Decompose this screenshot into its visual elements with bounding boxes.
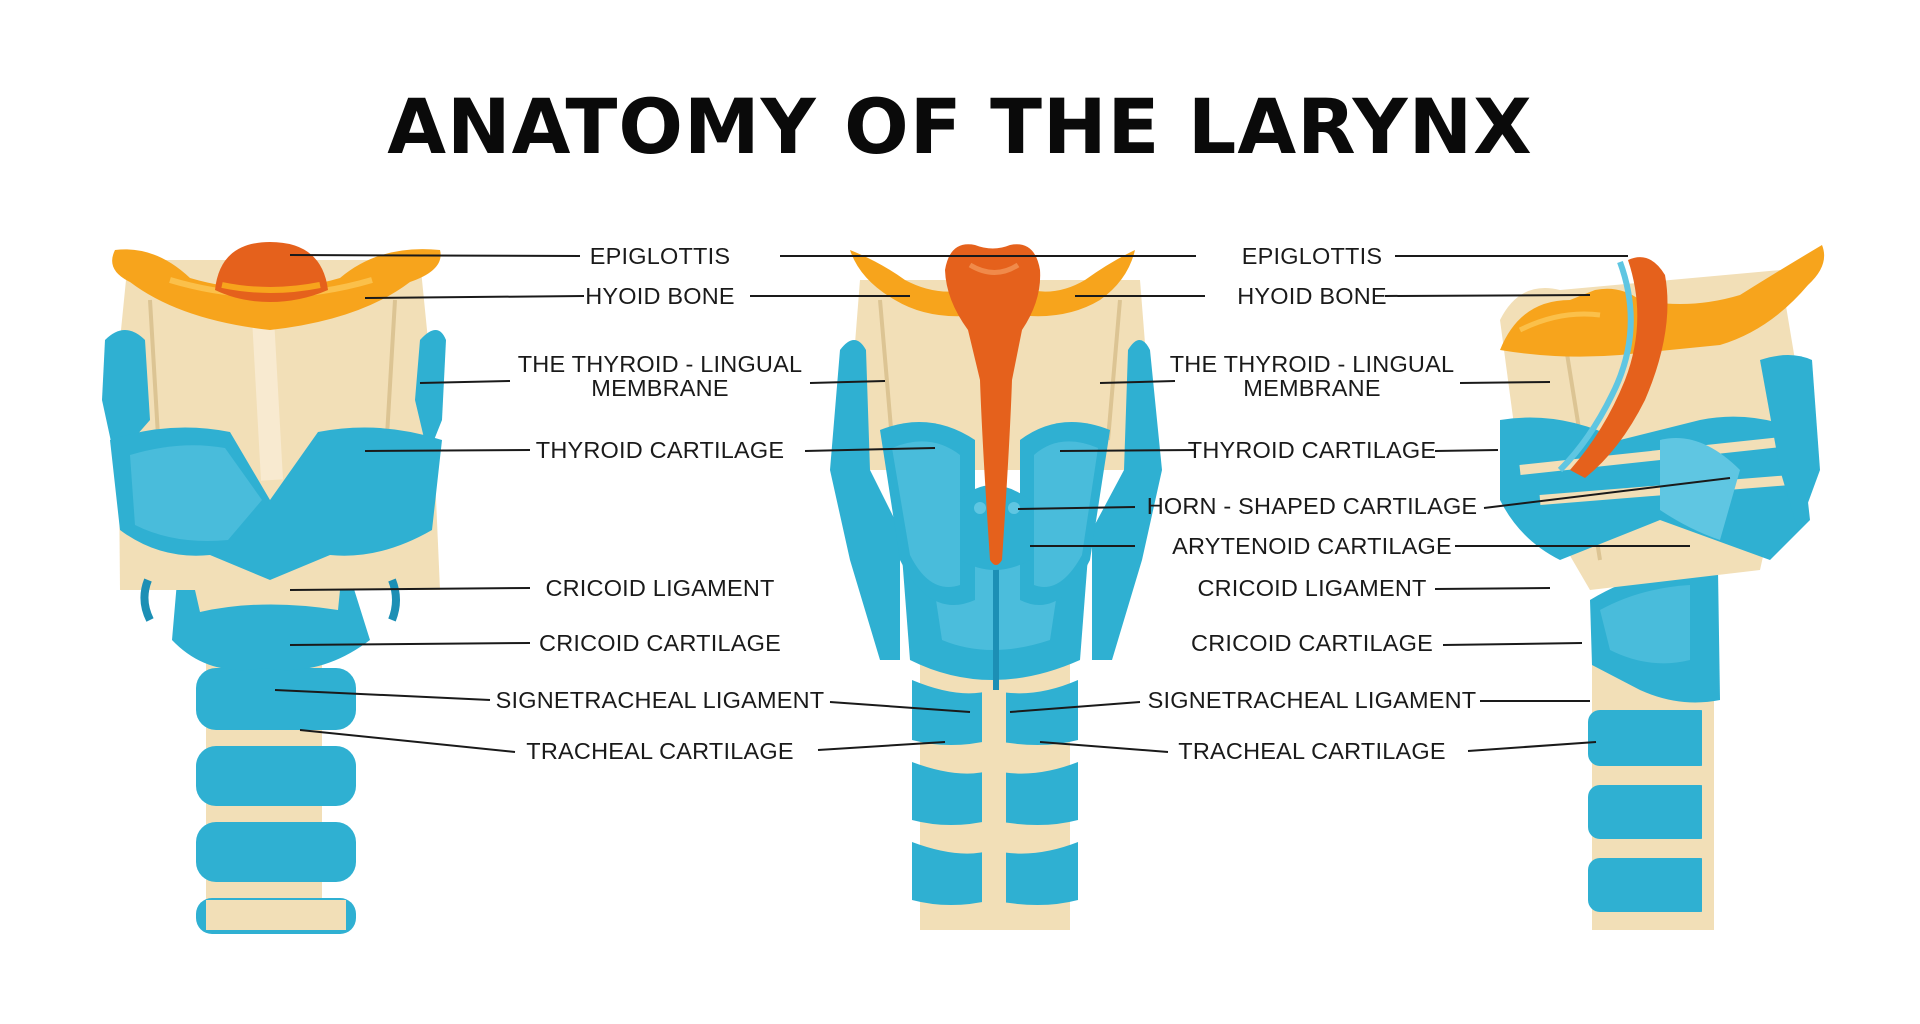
page-title: ANATOMY OF THE LARYNX — [387, 82, 1533, 171]
leader-line — [829, 701, 971, 713]
leader-line — [1459, 381, 1551, 384]
epiglottis-posterior — [945, 244, 1041, 565]
leader-line — [1434, 449, 1499, 452]
label-arytenoid-cartilage-right: ARYTENOID CARTILAGE — [1172, 533, 1452, 559]
cricoid-side — [1590, 565, 1720, 703]
leader-line — [289, 642, 531, 646]
leader-line — [1483, 477, 1731, 509]
epiglottis-front — [215, 242, 328, 302]
label-thyroid-cartilage-right: THYROID CARTILAGE — [1187, 437, 1437, 463]
leader-line — [1039, 741, 1169, 753]
label-thyroid-cartilage-left: THYROID CARTILAGE — [535, 437, 785, 463]
leader-line — [1467, 741, 1597, 752]
label-signetracheal-ligament-left: SIGNETRACHEAL LIGAMENT — [495, 687, 825, 713]
leader-line — [1017, 506, 1136, 510]
label-cricoid-cartilage-right: CRICOID CARTILAGE — [1191, 630, 1433, 656]
label-cricoid-ligament-left: CRICOID LIGAMENT — [545, 575, 775, 601]
leader-line — [289, 587, 531, 591]
leader-line — [1442, 642, 1583, 646]
leader-line — [1009, 701, 1141, 713]
thyroid-cartilage-front — [102, 330, 446, 622]
label-hyoid-bone-right: HYOID BONE — [1237, 283, 1387, 309]
leader-line — [289, 254, 581, 257]
label-epiglottis-left: EPIGLOTTIS — [589, 243, 731, 269]
leader-line — [364, 449, 531, 452]
label-cricoid-cartilage-left: CRICOID CARTILAGE — [539, 630, 781, 656]
label-horn-shaped-cartilage-right: HORN - SHAPED CARTILAGE — [1146, 493, 1478, 519]
leader-line — [804, 447, 936, 452]
leader-line — [809, 380, 886, 384]
leader-line — [1099, 380, 1176, 384]
label-tracheal-cartilage-left: TRACHEAL CARTILAGE — [526, 738, 794, 764]
larynx-front-view — [102, 242, 446, 934]
label-cricoid-ligament-right: CRICOID LIGAMENT — [1197, 575, 1427, 601]
hyoid-bone-side — [1500, 245, 1825, 357]
hyoid-bone-posterior — [850, 250, 1135, 317]
thyroid-cartilage-posterior — [830, 340, 1162, 660]
epiglottis-side — [1557, 257, 1668, 478]
leader-line — [419, 380, 511, 384]
label-signetracheal-ligament-right: SIGNETRACHEAL LIGAMENT — [1147, 687, 1477, 713]
leader-lines — [274, 254, 1731, 753]
label-tracheal-cartilage-right: TRACHEAL CARTILAGE — [1178, 738, 1446, 764]
leader-line — [1059, 449, 1196, 452]
leader-line — [1384, 294, 1591, 297]
leader-line — [364, 295, 585, 299]
leader-line — [1434, 587, 1551, 590]
label-epiglottis-right: EPIGLOTTIS — [1241, 243, 1383, 269]
leader-line — [817, 741, 946, 751]
trachea-posterior — [912, 660, 1078, 930]
trachea-front — [196, 640, 356, 934]
arytenoid-side — [1660, 438, 1740, 540]
larynx-posterior-view — [830, 244, 1162, 930]
trachea-side — [1588, 650, 1714, 930]
label-hyoid-bone-left: HYOID BONE — [585, 283, 735, 309]
larynx-side-view — [1500, 245, 1825, 930]
leader-line — [274, 689, 491, 701]
leader-line — [299, 729, 516, 753]
